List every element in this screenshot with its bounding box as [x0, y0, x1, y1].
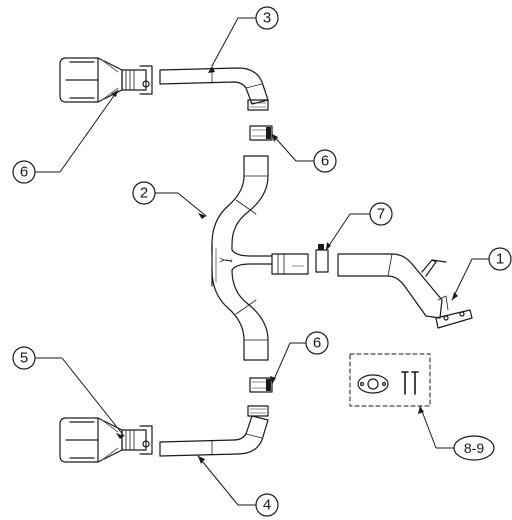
lower-exhaust-tip	[59, 417, 153, 463]
callout-3-circle	[255, 6, 279, 30]
callout-6-upper-right-label: 6	[321, 153, 329, 170]
front-pipe	[337, 253, 473, 329]
leader-lines	[35, 17, 491, 506]
leader-arrowheads	[111, 66, 458, 464]
callout-6-lower-circle	[305, 331, 329, 355]
callout-6-lower-label: 6	[313, 335, 321, 352]
y-pipe	[211, 155, 309, 361]
callout-8-9-circle	[453, 435, 495, 461]
callout-4-label: 4	[263, 497, 271, 514]
upper-rear-pipe	[159, 67, 269, 111]
callout-4-circle	[255, 493, 279, 517]
callout-2-circle	[132, 181, 156, 205]
callout-6-upper-left-circle	[12, 160, 36, 184]
lower-middle-clamp	[249, 377, 273, 393]
callout-6-upper-left-label: 6	[20, 164, 28, 181]
callout-8-9-label: 8-9	[464, 440, 484, 456]
callout-5-label: 5	[20, 350, 28, 367]
center-clamp	[315, 244, 329, 273]
upper-exhaust-tip	[59, 57, 153, 103]
callout-6-upper-right-circle	[313, 149, 337, 173]
callout-7-circle	[369, 202, 393, 226]
hardware-kit	[349, 353, 431, 407]
callout-2-label: 2	[140, 185, 148, 202]
callout-3-label: 3	[263, 10, 271, 27]
callout-5-circle	[12, 346, 36, 370]
upper-middle-clamp	[249, 125, 273, 141]
callout-7-label: 7	[377, 206, 385, 223]
lower-rear-pipe	[159, 405, 269, 457]
callout-1-circle	[488, 247, 512, 271]
callout-1-label: 1	[496, 251, 504, 268]
